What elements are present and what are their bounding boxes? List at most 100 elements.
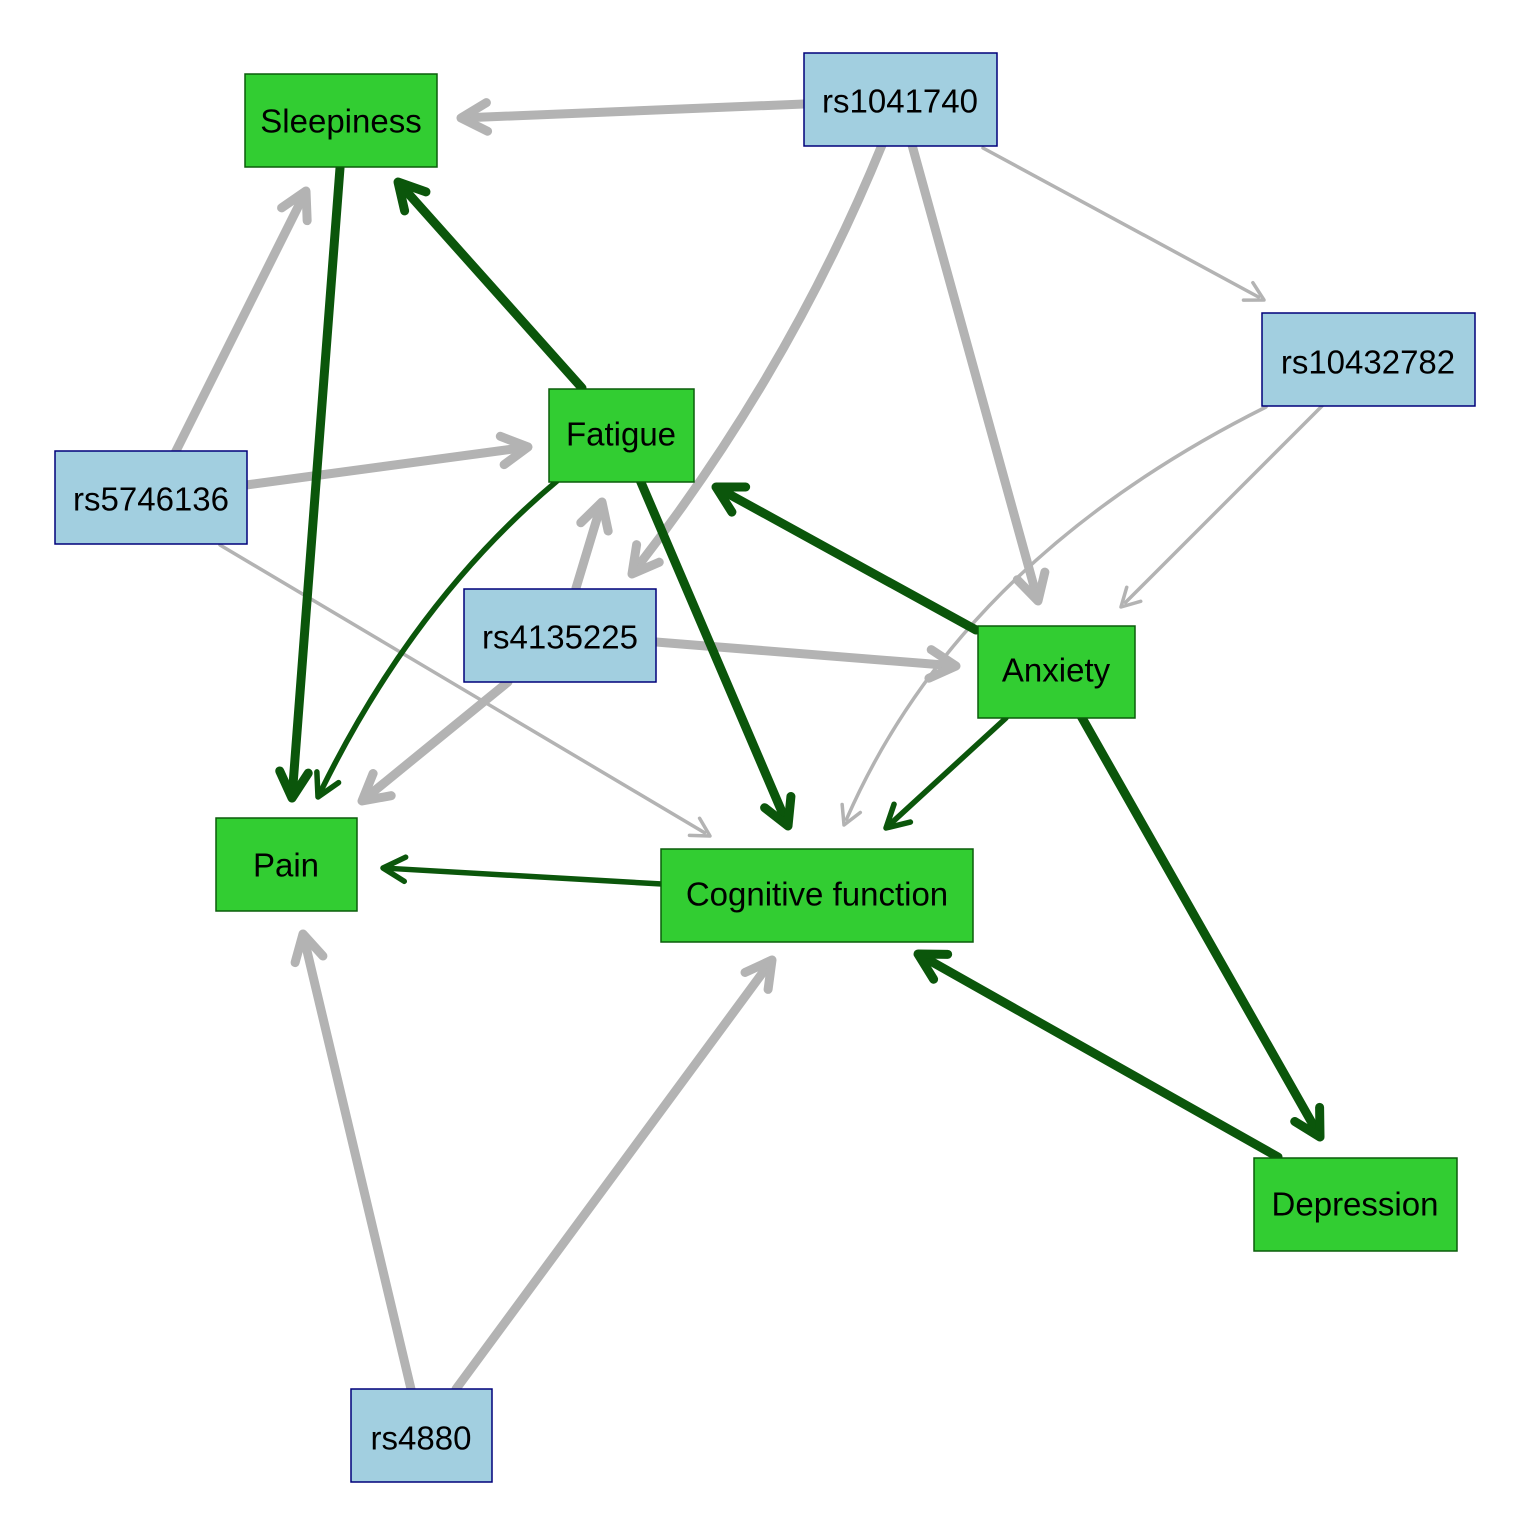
edge-line <box>451 962 772 1394</box>
edge-rs1041740-to-rs10432782[interactable] <box>981 146 1266 302</box>
node-label-fatigue: Fatigue <box>566 416 676 453</box>
node-label-sleepiness: Sleepiness <box>260 103 421 140</box>
node-rs10432782[interactable]: rs10432782 <box>1261 312 1476 407</box>
node-rs4880[interactable]: rs4880 <box>350 1388 493 1483</box>
node-box-anxiety <box>977 625 1136 719</box>
edge-line <box>218 543 707 835</box>
edge-arrowhead <box>760 791 796 831</box>
node-label-anxiety: Anxiety <box>1002 652 1111 689</box>
edge-fatigue-to-cognitive[interactable] <box>635 475 796 831</box>
edge-line <box>1076 711 1321 1134</box>
edge-rs4880-to-cognitive[interactable] <box>451 955 777 1394</box>
node-box-sleepiness <box>244 73 438 168</box>
edge-arrowhead <box>883 801 914 831</box>
node-label-cognitive-function: Cognitive function <box>686 876 948 913</box>
edge-line <box>387 865 665 887</box>
edge-line <box>888 715 1009 826</box>
edge-arrowhead <box>576 497 613 536</box>
edge-fatigue-to-sleepiness[interactable] <box>393 177 587 393</box>
node-label-depression: Depression <box>1272 1186 1439 1223</box>
edge-arrowhead <box>275 766 313 803</box>
edge-anxiety-to-cognitive[interactable] <box>883 715 1009 831</box>
node-sleepiness[interactable]: Sleepiness <box>244 73 438 168</box>
edge-rs5746136-to-cognitive[interactable] <box>218 543 712 838</box>
edge-arrowhead <box>380 854 409 885</box>
edge-rs1041740-to-rs4135225[interactable] <box>627 140 887 579</box>
node-box-fatigue <box>548 388 695 483</box>
node-label-rs4880: rs4880 <box>371 1420 472 1457</box>
edge-line <box>364 677 513 800</box>
node-anxiety[interactable]: Anxiety <box>977 625 1136 719</box>
edge-arrowhead <box>314 769 342 800</box>
edge-arrowhead <box>711 482 751 517</box>
edges-layer <box>170 98 1325 1394</box>
edge-arrowhead <box>290 929 328 968</box>
edge-arrowhead <box>1119 585 1143 609</box>
edge-arrowhead <box>627 540 664 579</box>
edge-arrowhead <box>913 949 953 984</box>
edge-rs4135225-to-pain[interactable] <box>357 677 513 806</box>
edge-rs1041740-to-sleepiness[interactable] <box>456 98 809 136</box>
node-box-rs4135225 <box>463 588 657 683</box>
edge-line <box>921 953 1283 1162</box>
node-box-depression <box>1253 1157 1458 1252</box>
edge-rs10432782-to-cognitive[interactable] <box>840 405 1268 827</box>
node-rs5746136[interactable]: rs5746136 <box>54 450 248 545</box>
edge-cognitive-to-pain[interactable] <box>380 854 665 887</box>
node-pain[interactable]: Pain <box>215 817 358 912</box>
edge-fatigue-to-pain[interactable] <box>314 478 560 800</box>
node-depression[interactable]: Depression <box>1253 1157 1458 1252</box>
edge-arrowhead <box>277 186 312 226</box>
edge-sleepiness-to-pain[interactable] <box>275 163 345 803</box>
node-box-rs1041740 <box>803 52 998 147</box>
edge-line <box>981 146 1261 299</box>
edge-line <box>241 443 524 490</box>
edge-arrowhead <box>840 802 863 827</box>
edge-anxiety-to-depression[interactable] <box>1076 711 1325 1142</box>
edge-line <box>719 486 981 635</box>
edge-anxiety-to-fatigue[interactable] <box>711 482 981 635</box>
edge-depression-to-cognitive[interactable] <box>913 949 1283 1162</box>
edge-rs5746136-to-sleepiness[interactable] <box>170 186 312 458</box>
edge-line <box>399 184 587 393</box>
edge-line <box>170 194 307 458</box>
edge-rs4135225-to-anxiety[interactable] <box>651 637 961 683</box>
node-box-pain <box>215 817 358 912</box>
edge-line <box>651 637 952 670</box>
edge-arrowhead <box>456 98 493 136</box>
node-box-cognitive-function <box>660 848 974 943</box>
node-rs4135225[interactable]: rs4135225 <box>463 588 657 683</box>
edge-arrowhead <box>740 955 777 994</box>
node-label-rs1041740: rs1041740 <box>822 83 978 120</box>
edge-line <box>318 478 560 793</box>
node-label-rs5746136: rs5746136 <box>73 481 229 518</box>
edge-line <box>635 475 789 823</box>
edge-rs10432782-to-anxiety[interactable] <box>1119 404 1324 609</box>
node-cognitive-function[interactable]: Cognitive function <box>660 848 974 943</box>
edge-arrowhead <box>924 645 961 683</box>
node-label-rs4135225: rs4135225 <box>482 619 638 656</box>
edge-line <box>1123 404 1324 605</box>
node-box-rs4880 <box>350 1388 493 1483</box>
edge-arrowhead <box>393 177 431 216</box>
node-box-rs5746136 <box>54 450 248 545</box>
node-label-pain: Pain <box>253 847 319 884</box>
edge-line <box>571 506 604 593</box>
edge-line <box>300 938 416 1394</box>
edge-line <box>844 405 1268 821</box>
edge-rs4135225-to-fatigue[interactable] <box>571 497 613 593</box>
edge-line <box>288 163 345 794</box>
edge-arrowhead <box>687 816 712 838</box>
edge-rs4880-to-pain[interactable] <box>290 929 416 1394</box>
edge-arrowhead <box>1241 280 1266 302</box>
edge-rs1041740-to-anxiety[interactable] <box>907 140 1050 606</box>
edge-arrowhead <box>1012 567 1050 606</box>
node-label-rs10432782: rs10432782 <box>1281 344 1455 381</box>
edge-arrowhead <box>357 768 396 806</box>
node-rs1041740[interactable]: rs1041740 <box>803 52 998 147</box>
edge-arrowhead <box>495 431 533 470</box>
nodes-layer: Sleepiness Fatigue Pain Cognitive functi… <box>54 52 1476 1483</box>
node-fatigue[interactable]: Fatigue <box>548 388 695 483</box>
edge-rs5746136-to-fatigue[interactable] <box>241 431 533 490</box>
